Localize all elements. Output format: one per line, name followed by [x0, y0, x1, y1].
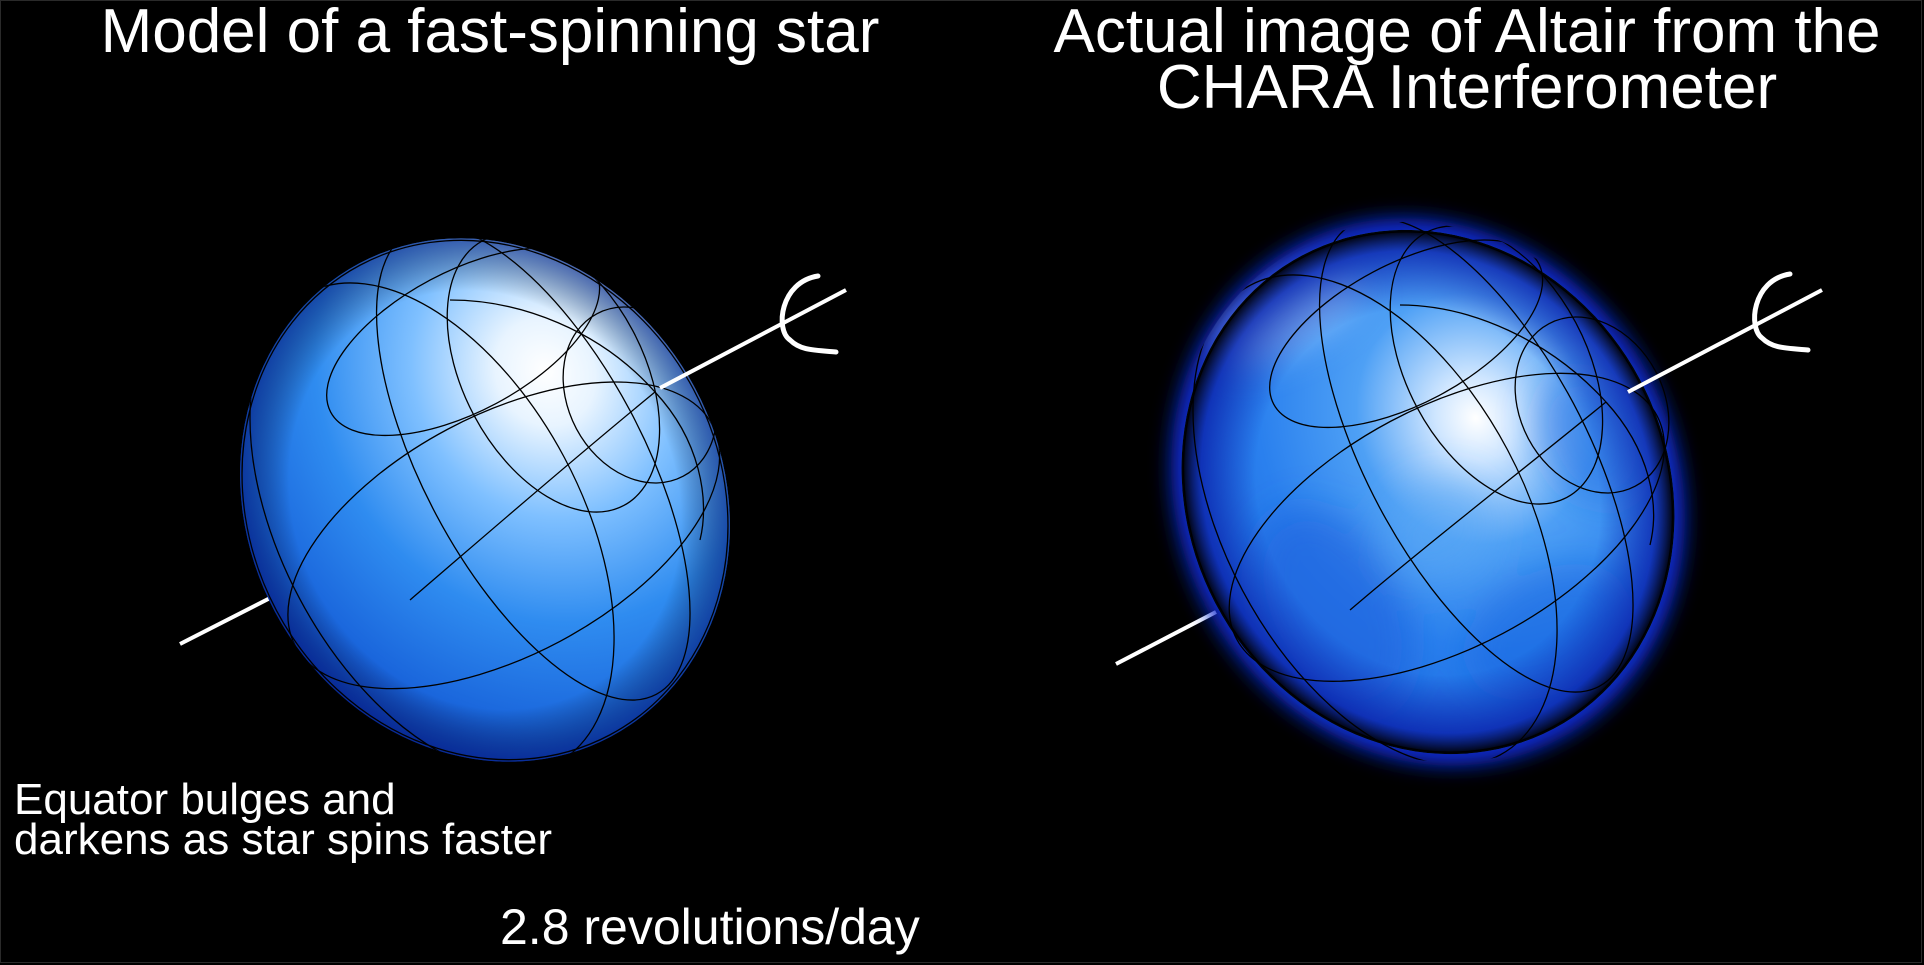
model-star-limb	[240, 238, 730, 762]
altair-axis-upper	[1627, 288, 1823, 394]
altair-meridian-line	[1389, 225, 1604, 505]
altair-axis-lower	[1115, 610, 1217, 666]
model-rotation-arrow-icon	[779, 273, 839, 355]
model-meridian-line	[446, 233, 661, 513]
altair-pole-lines	[1349, 304, 1670, 611]
altair-latitude-line	[1269, 239, 1544, 429]
model-pole-lines	[409, 299, 718, 601]
right-title-line-1: Actual image of Altair from the	[1053, 4, 1881, 66]
left-panel-title: Model of a fast-spinning star	[100, 0, 880, 66]
altair-equator-line	[1228, 372, 1665, 682]
rotation-rate-label: 2.8 revolutions/day	[500, 899, 920, 955]
caption-line-2: darkens as star spins faster	[14, 815, 553, 864]
altair-image	[1115, 217, 1823, 767]
altair-rotation-arrow-icon	[1752, 271, 1811, 353]
right-panel-title: Actual image of Altair from the CHARA In…	[1010, 4, 1924, 116]
altair-meridian-line	[1182, 231, 1674, 753]
model-axis-lower	[179, 594, 275, 646]
altair-meridian-line	[1192, 274, 1558, 767]
model-axis-upper	[659, 288, 847, 390]
model-caption: Equator bulges and darkens as star spins…	[14, 775, 553, 864]
right-title-line-2: CHARA Interferometer	[1156, 53, 1778, 117]
altair-edge	[1181, 229, 1675, 755]
model-meridian-line	[241, 239, 729, 761]
caption-line-1: Equator bulges and	[14, 775, 396, 824]
model-star	[179, 225, 847, 775]
